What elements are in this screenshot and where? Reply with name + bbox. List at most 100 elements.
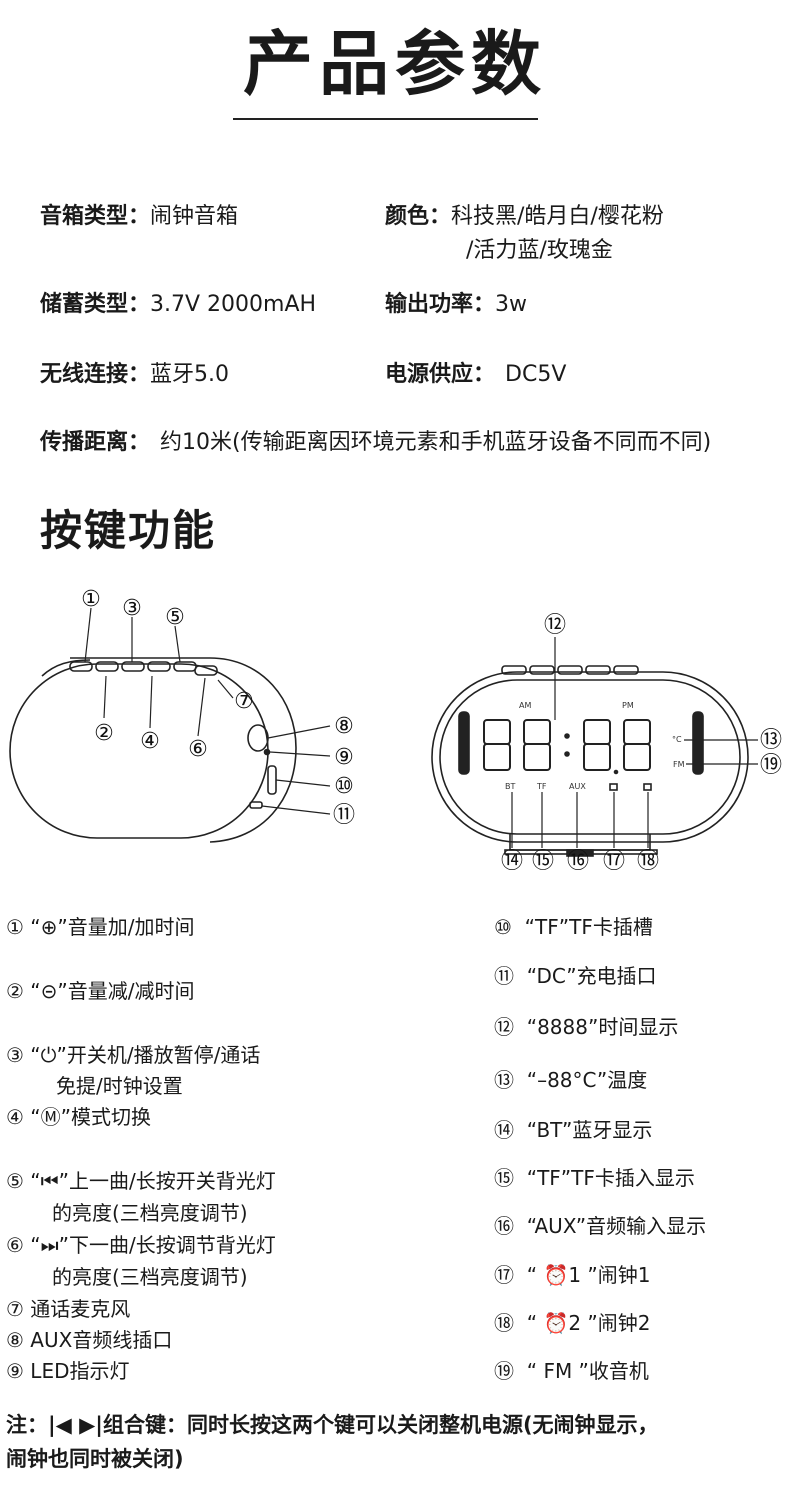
callout-2: ② — [94, 721, 114, 746]
note-line-1: 注：|◀ ▶|组合键：同时长按这两个键可以关闭整机电源(无闹钟显示， — [6, 1413, 659, 1437]
note-line-2: 闹钟也同时被关闭) — [6, 1447, 184, 1471]
feature-num: ⑭ — [494, 1118, 514, 1142]
feature-text: AUX音频线插口 — [30, 1328, 173, 1352]
feature-item: ② “⊝”音量减/减时间 — [6, 976, 195, 1006]
feature-num: ⑤ — [6, 1169, 24, 1193]
clock-front-view — [431, 665, 749, 857]
celsius-label: °C — [672, 735, 682, 744]
callout-11: ⑪ — [333, 803, 355, 828]
alarm2-icon — [643, 783, 652, 791]
callout-8: ⑧ — [334, 714, 354, 739]
spec-label: 储蓄类型： — [40, 292, 151, 317]
feature-num: ⑧ — [6, 1328, 24, 1352]
feature-sub: 的亮度(三档亮度调节) — [52, 1201, 248, 1225]
callout-18: ⑱ — [637, 849, 659, 874]
tf-label: TF — [536, 782, 547, 791]
feature-num: ⑲ — [494, 1359, 514, 1383]
feature-item: ⑯ “AUX”音频输入显示 — [494, 1211, 706, 1241]
spec-battery: 储蓄类型：3.7V 2000mAH — [40, 290, 316, 320]
callout-3: ③ — [122, 596, 142, 621]
spec-label: 音箱类型： — [40, 204, 151, 229]
title-underline — [233, 118, 538, 120]
feature-item: ⑬ “–88°C”温度 — [494, 1065, 647, 1095]
feature-text: “⏮”上一曲/长按开关背光灯 — [30, 1169, 276, 1193]
alarm1-icon — [609, 783, 618, 791]
speaker-outer-shell — [70, 657, 297, 843]
colon-dot — [564, 733, 570, 739]
spec-distance: 传播距离： 约10米(传输距离因环境元素和手机蓝牙设备不同而不同) — [40, 428, 711, 458]
feature-item: ⑦ 通话麦克风 — [6, 1294, 130, 1324]
feature-text: “⊕”音量加/加时间 — [30, 915, 195, 939]
feature-sub: 免提/时钟设置 — [56, 1074, 183, 1098]
feature-text: 通话麦克风 — [30, 1297, 131, 1321]
fm-label: FM — [673, 760, 685, 769]
spec-label: 传播距离： — [40, 430, 151, 455]
feature-text: “⊝”音量减/减时间 — [30, 979, 195, 1003]
callout-6: ⑥ — [188, 737, 208, 762]
feature-num: ⑪ — [494, 964, 514, 988]
spec-power-supply: 电源供应：DC5V — [385, 360, 566, 390]
feature-num: ③ — [6, 1043, 24, 1067]
feature-text: “⏻”开关机/播放暂停/通话 — [30, 1043, 261, 1067]
callout-4: ④ — [140, 729, 160, 754]
feature-num: ① — [6, 915, 24, 939]
callout-5: ⑤ — [165, 605, 185, 630]
feature-text: “ ⏰1 ”闹钟1 — [526, 1263, 651, 1287]
feature-item: ⑲ “ FM ”收音机 — [494, 1356, 649, 1386]
spec-power-out: 输出功率：3w — [385, 290, 527, 320]
pm-label: PM — [622, 701, 634, 710]
feature-num: ② — [6, 979, 24, 1003]
decimal-dot — [613, 769, 619, 775]
note: 注：|◀ ▶|组合键：同时长按这两个键可以关闭整机电源(无闹钟显示， 闹钟也同时… — [6, 1408, 786, 1476]
feature-item: ⑧ AUX音频线插口 — [6, 1325, 172, 1355]
feature-item: ④ “Ⓜ”模式切换 — [6, 1102, 151, 1132]
feature-text: “TF”TF卡插入显示 — [526, 1166, 695, 1190]
spec-label: 电源供应： — [385, 362, 496, 387]
feature-num: ⑨ — [6, 1359, 24, 1383]
aux-port — [247, 724, 269, 752]
callout-13: ⑬ — [760, 728, 782, 753]
feature-num: ④ — [6, 1105, 24, 1129]
spec-value: 3w — [495, 292, 528, 317]
spec-label: 输出功率： — [385, 292, 496, 317]
feature-num: ⑰ — [494, 1263, 514, 1287]
tf-slot — [267, 765, 277, 795]
right-light-bar — [692, 711, 704, 775]
spec-wireless: 无线连接：蓝牙5.0 — [40, 360, 229, 390]
callout-7: ⑦ — [234, 689, 254, 714]
callout-10: ⑩ — [334, 774, 354, 799]
callout-14: ⑭ — [501, 849, 523, 874]
led-indicator — [263, 748, 271, 756]
feature-text: “–88°C”温度 — [526, 1068, 648, 1092]
spec-speaker-type: 音箱类型：闹钟音箱 — [40, 202, 238, 232]
top-button-row — [69, 661, 218, 676]
callout-19: ⑲ — [760, 753, 782, 778]
feature-text: “TF”TF卡插槽 — [524, 915, 653, 939]
feature-text: “ ⏰2 ”闹钟2 — [526, 1311, 651, 1335]
feature-num: ⑱ — [494, 1311, 514, 1335]
feature-item: ⑩ “TF”TF卡插槽 — [494, 912, 653, 942]
callout-17: ⑰ — [603, 849, 625, 874]
feature-text: LED指示灯 — [30, 1359, 130, 1383]
spec-color: 颜色：科技黑/皓月白/樱花粉 — [385, 202, 664, 232]
feature-item: ⑫ “8888”时间显示 — [494, 1012, 678, 1042]
spec-label: 无线连接： — [40, 362, 151, 387]
page-title: 产品参数 — [243, 23, 547, 105]
feature-item: ⑱ “ ⏰2 ”闹钟2 — [494, 1308, 651, 1338]
feature-num: ⑩ — [494, 915, 512, 939]
colon-dot — [564, 751, 570, 757]
feature-text: “BT”蓝牙显示 — [526, 1118, 653, 1142]
spec-value: 3.7V 2000mAH — [150, 292, 317, 317]
feature-item: ⑤ “⏮”上一曲/长按开关背光灯 — [6, 1166, 276, 1196]
spec-value: 约10米(传输距离因环境元素和手机蓝牙设备不同而不同) — [160, 430, 712, 455]
product-diagram: AM PM °C FM BT TF AUX ① ② ③ ④ ⑤ ⑥ ⑦ ⑧ ⑨ … — [9, 587, 782, 874]
feature-text: “DC”充电插口 — [526, 964, 657, 988]
feature-text: “Ⓜ”模式切换 — [30, 1105, 152, 1129]
spec-value: 闹钟音箱 — [150, 204, 239, 229]
am-label: AM — [519, 701, 531, 710]
feature-item: ⑪ “DC”充电插口 — [494, 961, 657, 991]
feature-item: ③ “⏻”开关机/播放暂停/通话 — [6, 1040, 260, 1070]
speaker-side-view — [9, 657, 297, 843]
feature-num: ⑮ — [494, 1166, 514, 1190]
feature-item: ⑨ LED指示灯 — [6, 1356, 129, 1386]
